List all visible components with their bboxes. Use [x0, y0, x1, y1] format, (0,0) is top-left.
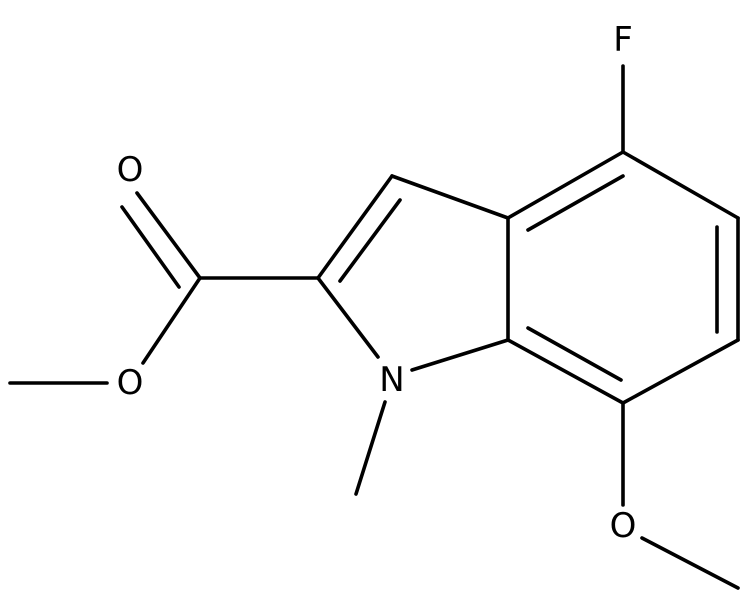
bond-c4-c5: [621, 150, 740, 220]
bond-carbonyl-o-double-b: [120, 205, 181, 289]
bond-n1-c7a: [410, 338, 510, 372]
bond-c3a-c4: [506, 150, 625, 220]
carbonyl-oxygen-label: O: [117, 150, 144, 190]
bond-c3a-c3: [390, 174, 510, 220]
bond-carbonyl-ester-o: [141, 276, 202, 365]
bond-c7-c7a-inner: [526, 326, 623, 382]
bond-n1-methyl: [354, 400, 387, 496]
bond-c3a-c4-inner: [526, 174, 625, 232]
ester-oxygen-label: O: [117, 363, 144, 403]
bond-c6-c7: [621, 338, 740, 405]
bond-c3-c2: [316, 174, 394, 280]
bond-c7-c7a: [506, 338, 625, 405]
methoxy-oxygen-label: O: [610, 506, 637, 546]
bond-o-methyl: [640, 536, 740, 590]
bond-carbonyl-o-double-a: [135, 191, 202, 280]
bond-c2-n1: [316, 276, 380, 359]
fluorine-label: F: [613, 20, 633, 60]
atom-labels: F O O N O: [117, 20, 637, 546]
bond-c3-c2-inner: [338, 198, 402, 283]
ring-nitrogen-label: N: [379, 360, 404, 400]
bonds: [8, 64, 740, 590]
